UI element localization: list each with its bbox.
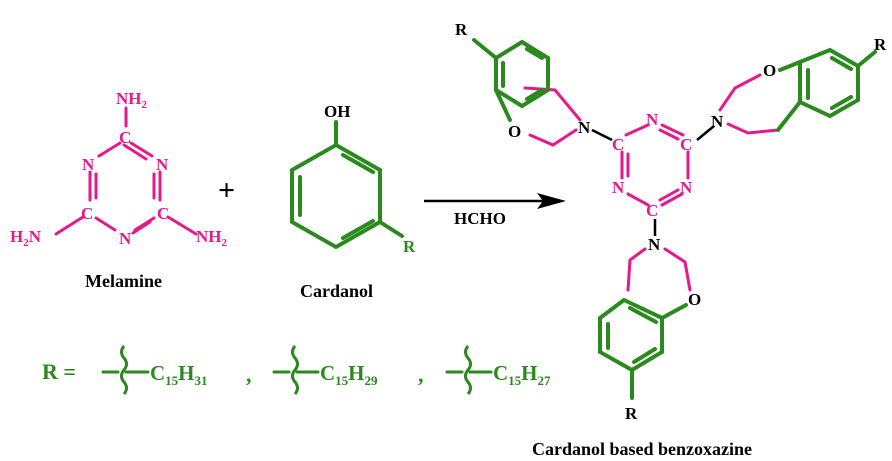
- melamine-c3: C: [157, 204, 169, 223]
- triazine-n-right: N: [680, 178, 693, 197]
- melamine-nh2-top: NH2: [116, 89, 148, 111]
- right-r: R: [874, 35, 887, 54]
- triazine-n-left: N: [612, 178, 625, 197]
- right-oxazine-o: O: [763, 61, 776, 80]
- melamine-nh2-right: NH2: [196, 227, 228, 249]
- product-label: Cardanol based benzoxazine: [532, 439, 752, 459]
- bottom-oxazine-o: O: [688, 290, 701, 309]
- substituent-1: C15H31: [150, 361, 208, 388]
- substituent-2: C15H29: [320, 361, 378, 388]
- melamine-n3: N: [119, 229, 132, 248]
- triazine-c-left: C: [612, 135, 624, 154]
- separator-2: ,: [418, 362, 424, 387]
- plus-sign: +: [218, 174, 235, 207]
- reaction-arrow: [424, 193, 566, 209]
- melamine-c2: C: [81, 204, 93, 223]
- left-oxazine-o: O: [508, 122, 521, 141]
- cardanol-structure: OH R: [290, 102, 416, 256]
- melamine-structure: NH2 C N N C C N H2N NH2: [10, 89, 228, 249]
- melamine-h2n-left: H2N: [10, 227, 42, 249]
- wavy-bond-2: [291, 345, 299, 395]
- r-definition-lead: R =: [42, 359, 76, 384]
- separator-1: ,: [246, 362, 252, 387]
- bottom-r: R: [625, 404, 638, 423]
- wavy-bond-3: [464, 345, 472, 395]
- left-r: R: [455, 20, 468, 39]
- cardanol-label: Cardanol: [300, 281, 373, 301]
- melamine-n2: N: [156, 155, 169, 174]
- cardanol-r: R: [403, 237, 416, 256]
- melamine-n1: N: [82, 155, 95, 174]
- bottom-oxazine-n: N: [648, 235, 661, 254]
- triazine-c-bottom: C: [646, 201, 658, 220]
- cardanol-hydroxyl: OH: [324, 102, 350, 121]
- left-oxazine-n: N: [578, 118, 591, 137]
- product-structure: N C C N N C N O R N O R N: [455, 20, 887, 423]
- wavy-bond-1: [120, 345, 128, 395]
- melamine-label: Melamine: [85, 271, 162, 291]
- triazine-c-right: C: [680, 135, 692, 154]
- substituent-3: C15H27: [493, 361, 551, 388]
- reagent-hcho: HCHO: [454, 209, 506, 228]
- triazine-n-top: N: [646, 110, 659, 129]
- right-oxazine-n: N: [711, 112, 724, 131]
- melamine-c1: C: [119, 128, 131, 147]
- r-definition: R = C15H31 , C15H29 , C15H27: [42, 345, 551, 395]
